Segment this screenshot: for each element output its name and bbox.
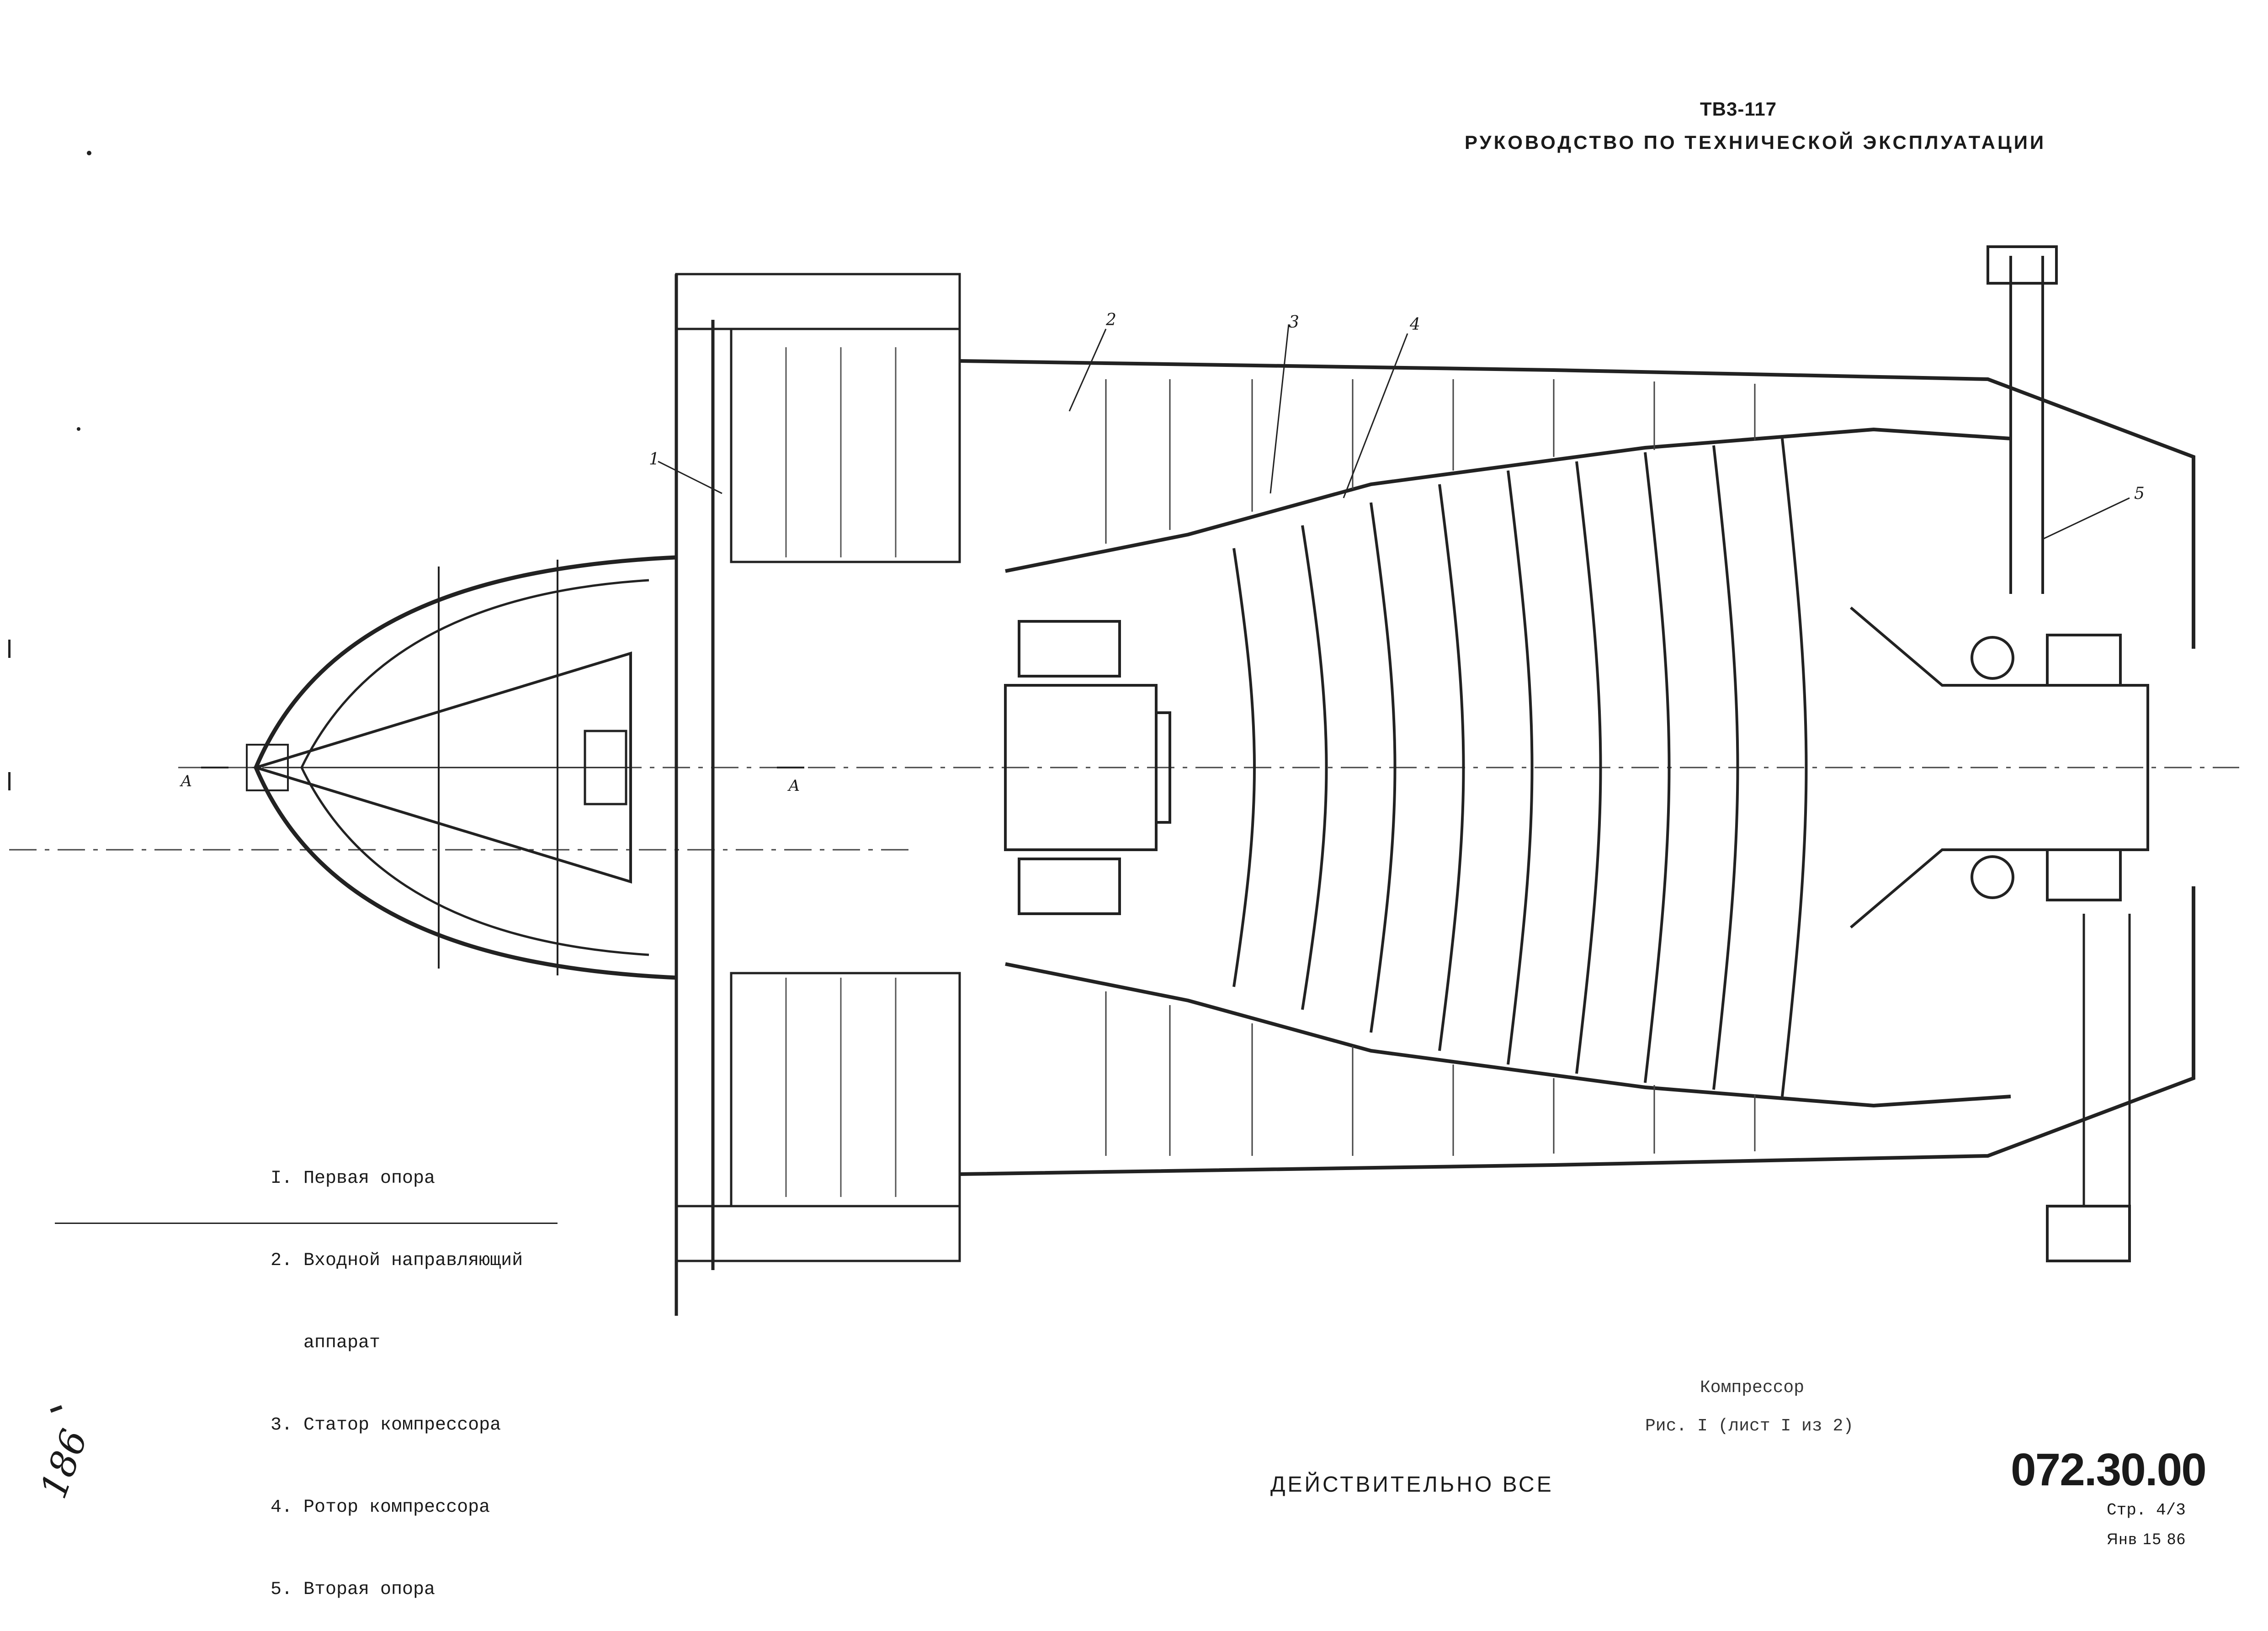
revision-date: Янв 15 86 bbox=[2107, 1530, 2186, 1548]
legend-item: 5. Вторая опора bbox=[271, 1579, 436, 1600]
figure-title: Компрессор bbox=[1700, 1378, 1805, 1398]
callout-leaders bbox=[658, 324, 2130, 540]
section-label-right: А bbox=[788, 777, 800, 795]
rear-support bbox=[1850, 245, 2149, 1262]
page-number: Стр. 4/3 bbox=[2107, 1501, 2186, 1520]
inlet-housing bbox=[675, 273, 961, 1316]
callout-1: 1 bbox=[649, 450, 659, 469]
legend-item: 3. Статор компрессора bbox=[271, 1415, 501, 1435]
compressor-cross-section-drawing bbox=[9, 245, 2239, 1316]
nose-cone bbox=[246, 555, 677, 980]
centerline bbox=[9, 767, 2239, 851]
callout-2: 2 bbox=[1106, 311, 1116, 329]
front-bearing-hub bbox=[1004, 620, 1171, 915]
strike-line bbox=[55, 1223, 558, 1224]
scan-mark bbox=[87, 151, 91, 155]
manual-title: РУКОВОДСТВО ПО ТЕХНИЧЕСКОЙ ЭКСПЛУАТАЦИИ bbox=[1465, 132, 2046, 153]
legend: I. Первая опора 2. Входной направляющий … bbox=[271, 1110, 523, 1631]
legend-item: аппарат bbox=[303, 1333, 381, 1353]
callout-3: 3 bbox=[1289, 313, 1299, 332]
callout-4: 4 bbox=[1410, 315, 1420, 334]
scan-mark bbox=[8, 772, 11, 790]
compressor-rotor-disks bbox=[1232, 438, 1808, 1097]
scan-mark bbox=[77, 427, 80, 431]
engine-code: ТВ3-117 bbox=[1700, 98, 1777, 120]
legend-item: I. Первая опора bbox=[271, 1168, 436, 1189]
legend-item: 2. Входной направляющий bbox=[271, 1250, 523, 1271]
scan-mark bbox=[8, 640, 11, 658]
document-number: 072.30.00 bbox=[2011, 1444, 2207, 1495]
compressor-casing bbox=[959, 359, 2195, 1176]
validity-note: ДЕЙСТВИТЕЛЬНО ВСЕ bbox=[1270, 1472, 1554, 1497]
stator-blade-rows bbox=[1105, 379, 1756, 1156]
figure-number: Рис. I (лист I из 2) bbox=[1645, 1416, 1854, 1436]
callout-5: 5 bbox=[2134, 484, 2145, 503]
legend-item: 4. Ротор компрессора bbox=[271, 1497, 490, 1518]
section-label-left: А bbox=[181, 772, 192, 790]
